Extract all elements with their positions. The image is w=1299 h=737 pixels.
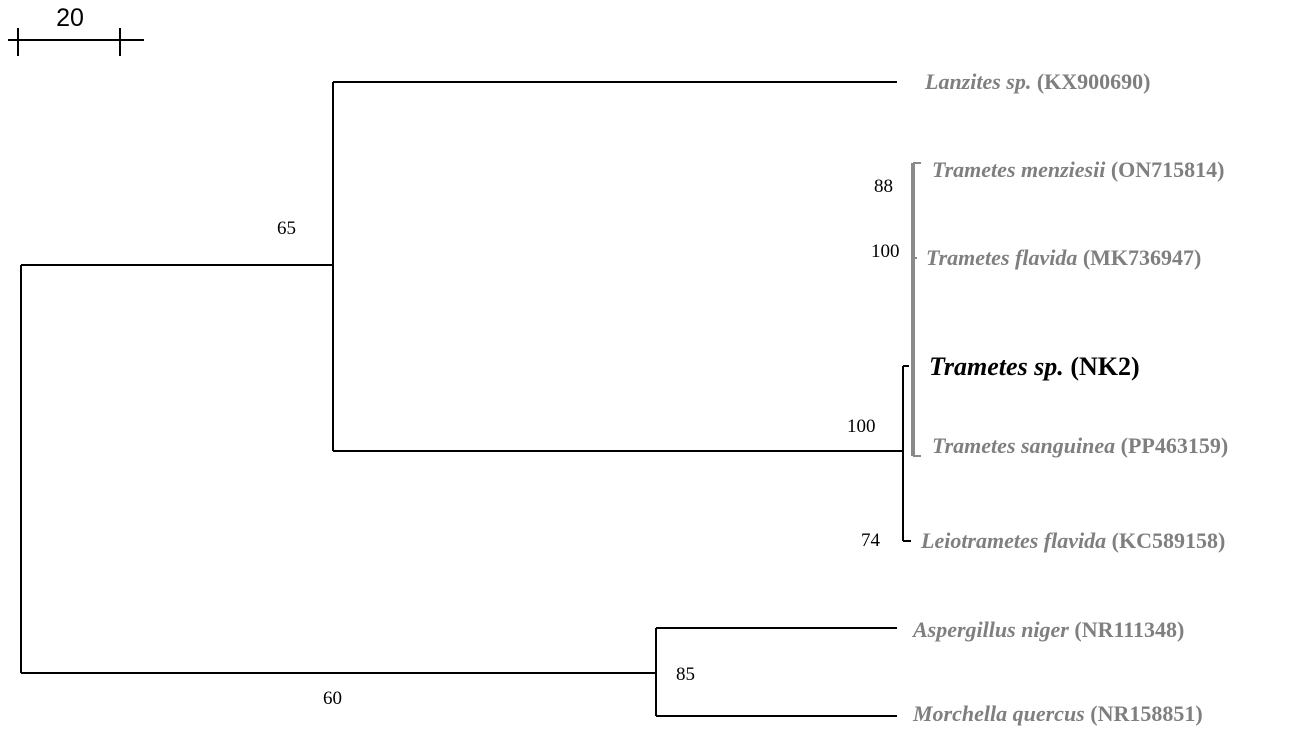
taxon-label-flavida: Trametes flavida (MK736947) xyxy=(926,245,1201,270)
support-value-65: 65 xyxy=(277,218,296,239)
taxon-label-sanguinea: Trametes sanguinea (PP463159) xyxy=(932,433,1228,458)
support-value-74: 74 xyxy=(861,530,881,551)
taxon-label-leiotrametes: Leiotrametes flavida (KC589158) xyxy=(920,528,1225,553)
scale-bar-label: 20 xyxy=(56,4,84,32)
support-value-100-a: 100 xyxy=(871,241,900,262)
taxon-label-lanzites: Lanzites sp. (KX900690) xyxy=(924,69,1151,94)
support-value-88: 88 xyxy=(874,176,893,197)
taxon-label-morchella: Morchella quercus (NR158851) xyxy=(912,701,1203,726)
taxon-label-aspergillus: Aspergillus niger (NR111348) xyxy=(911,617,1184,642)
tree-branches xyxy=(20,81,921,717)
taxon-label-menziesii: Trametes menziesii (ON715814) xyxy=(932,157,1225,182)
support-value-85: 85 xyxy=(676,664,695,685)
support-value-100-b: 100 xyxy=(847,416,876,437)
taxon-labels: Lanzites sp. (KX900690) Trametes menzies… xyxy=(911,69,1228,726)
support-values: 65 60 88 100 100 74 85 xyxy=(277,176,900,709)
scale-bar: 20 xyxy=(8,4,144,56)
taxon-label-nk2: Trametes sp. (NK2) xyxy=(929,352,1140,381)
support-value-60: 60 xyxy=(323,688,342,709)
